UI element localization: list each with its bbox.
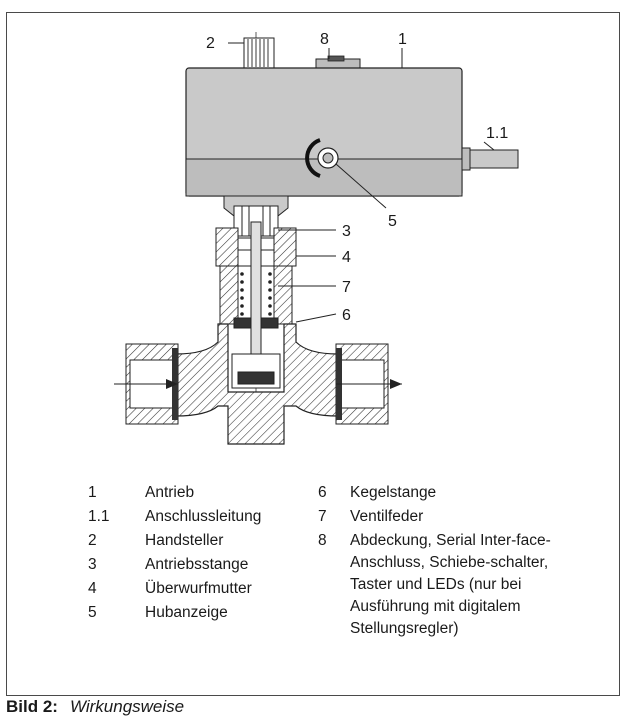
stroke-indicator: [305, 138, 339, 178]
legend-item: 8 Abdeckung, Serial Inter-face-Anschluss,…: [318, 530, 590, 640]
legend-item: 6 Kegelstange: [318, 482, 590, 504]
callout-2: 2: [206, 35, 215, 52]
valve-body: [175, 323, 339, 445]
legend-label: Kegelstange: [350, 484, 437, 501]
caption-text: Wirkungsweise: [69, 697, 185, 716]
valve-drawing: 2 8 1 1.1 5 3 4 7 6: [114, 31, 519, 445]
callout-5: 5: [388, 213, 397, 230]
callout-1: 1: [398, 31, 407, 48]
legend-label: Abdeckung, Serial Inter-face-Anschluss, …: [350, 532, 551, 637]
cover-switch: [315, 55, 361, 70]
figure-caption: Bild 2: Wirkungsweise: [6, 697, 184, 717]
legend-label: Handsteller: [145, 532, 224, 549]
legend-number: 4: [88, 580, 97, 597]
legend-number: 1: [88, 484, 97, 501]
legend-label: Überwurfmutter: [145, 580, 252, 597]
leader-lines: [228, 42, 495, 323]
caption-label: Bild 2:: [6, 697, 58, 716]
legend-number: 6: [318, 484, 327, 501]
legend-label: Anschlussleitung: [145, 508, 262, 525]
legend-item: 2 Handsteller: [88, 530, 385, 552]
legend-number: 3: [88, 556, 97, 573]
legend-number: 1.1: [88, 508, 110, 525]
legend-item: 4 Überwurfmutter: [88, 578, 385, 600]
left-pipe-connection: [114, 343, 179, 425]
handwheel-knob: [243, 37, 275, 69]
legend-label: Ventilfeder: [350, 508, 424, 525]
actuator-housing: [185, 67, 463, 197]
right-pipe-connection: [335, 343, 402, 425]
callout-1-1: 1.1: [486, 125, 508, 142]
legend-number: 5: [88, 604, 97, 621]
legend-item: 7 Ventilfeder: [318, 506, 590, 528]
legend-label: Antriebsstange: [145, 556, 249, 573]
legend-left-column: 1 Antrieb 1.1 Anschlussleitung 2 Handstelle…: [88, 482, 385, 626]
legend-label: Hubanzeige: [145, 604, 228, 621]
callout-8: 8: [320, 31, 329, 48]
callout-7: 7: [342, 279, 351, 296]
connecting-cable: [461, 147, 519, 171]
legend-item: 1 Antrieb: [88, 482, 385, 504]
legend-number: 7: [318, 508, 327, 525]
legend-label: Antrieb: [145, 484, 195, 501]
legend-item: 3 Antriebsstange: [88, 554, 385, 576]
figure-frame: [6, 12, 620, 696]
legend-right-column: 6 Kegelstange 7 Ventilfeder 8 Abdeckung, Se…: [318, 482, 590, 642]
callout-3: 3: [342, 223, 351, 240]
legend-number: 2: [88, 532, 97, 549]
callout-6: 6: [342, 307, 351, 324]
legend-item: 1.1 Anschlussleitung: [88, 506, 385, 528]
legend-item: 5 Hubanzeige: [88, 602, 385, 624]
callout-4: 4: [342, 249, 351, 266]
legend-number: 8: [318, 532, 327, 549]
